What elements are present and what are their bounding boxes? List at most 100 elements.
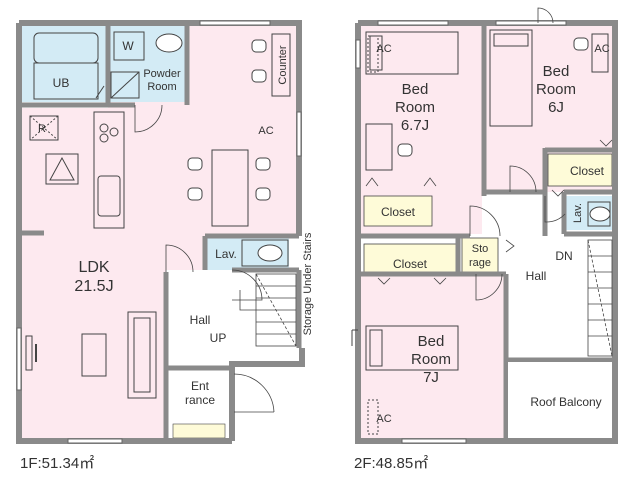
ub-door bbox=[95, 85, 105, 99]
bed1-size-label: 6.7J bbox=[401, 117, 429, 134]
bed2-label-1: Bed bbox=[543, 63, 570, 80]
lav-door bbox=[231, 269, 263, 301]
sofa bbox=[127, 311, 157, 399]
bed3-ac-label: AC bbox=[376, 413, 391, 425]
desk-6-7j bbox=[365, 123, 393, 171]
powder-door bbox=[134, 104, 163, 133]
closet-a-label: Closet bbox=[381, 205, 416, 219]
chair-6j bbox=[573, 37, 589, 51]
bed1-label-2: Room bbox=[395, 99, 435, 116]
bed1-ac-label: AC bbox=[376, 43, 391, 55]
lav-2f-toilet bbox=[589, 206, 611, 222]
ac-1f-label: AC bbox=[258, 125, 273, 137]
closet-c-door bbox=[544, 196, 566, 223]
lav-1f-label: Lav. bbox=[215, 247, 237, 261]
ub-label: UB bbox=[53, 76, 70, 90]
ac-bed1-box bbox=[367, 35, 379, 73]
stairs-2f bbox=[587, 239, 613, 357]
window-2f-top-2 bbox=[495, 20, 567, 26]
coffee-table bbox=[81, 333, 107, 377]
lav-1f-sink-stand bbox=[241, 239, 289, 267]
w-label: W bbox=[122, 39, 134, 53]
wall-1f-left bbox=[16, 23, 232, 444]
ldk-size-label: 21.5J bbox=[74, 278, 113, 295]
hall-door bbox=[165, 244, 194, 273]
window-2f-top-1 bbox=[377, 20, 449, 26]
chair-6-7j bbox=[397, 143, 413, 157]
bed-7j bbox=[365, 325, 459, 371]
closet-b-label: Closet bbox=[393, 257, 428, 271]
window-2f-bottom bbox=[401, 438, 467, 444]
powder-counter bbox=[110, 71, 140, 99]
stove-burner-3 bbox=[99, 133, 109, 143]
roof-balcony-area bbox=[508, 362, 612, 438]
closet-a-area bbox=[363, 195, 433, 227]
ub-floor-box bbox=[33, 62, 99, 100]
closet-c-label: Closet bbox=[570, 164, 605, 178]
window-1f-top bbox=[199, 20, 271, 26]
wall-1f-entrance bbox=[229, 348, 305, 441]
bed-6j bbox=[489, 29, 533, 127]
bed2-ac-label: AC bbox=[594, 43, 609, 55]
sofa-cushion bbox=[133, 317, 151, 393]
closet-c-marker-2 bbox=[599, 139, 613, 147]
counter-label: Counter bbox=[277, 45, 289, 84]
bed1-door bbox=[469, 205, 501, 237]
window-2f-bay bbox=[351, 329, 358, 346]
refrigerator-box bbox=[29, 115, 59, 141]
lav-2f-label: Lav. bbox=[572, 203, 584, 223]
dining-chair-2 bbox=[187, 187, 203, 201]
roof-balcony-label: Roof Balcony bbox=[530, 395, 601, 409]
dining-chair-4 bbox=[255, 187, 271, 201]
bed3-label-2: Room bbox=[411, 351, 451, 368]
bed3-door bbox=[475, 273, 503, 301]
closet-b-marker-2 bbox=[433, 277, 447, 285]
storage-label-1: Sto bbox=[472, 243, 489, 255]
bed3-size-label: 7J bbox=[423, 369, 439, 386]
chair-counter-2 bbox=[251, 69, 267, 83]
bed1-label-1: Bed bbox=[402, 81, 429, 98]
storage-area bbox=[461, 237, 499, 273]
ub-area bbox=[22, 26, 107, 102]
closet-a-marker-1 bbox=[365, 177, 379, 187]
area-2f-label: 2F:48.85㎡ bbox=[354, 455, 428, 472]
window-1f-right bbox=[296, 111, 302, 157]
kitchen-counter bbox=[93, 111, 125, 229]
dining-chair-3 bbox=[255, 157, 271, 171]
bed2-label-2: Room bbox=[536, 81, 576, 98]
bedroom-7j-area bbox=[361, 274, 506, 438]
entrance-step bbox=[172, 423, 226, 439]
powder-label-1: Powder bbox=[143, 68, 181, 80]
ac-bed3-box bbox=[367, 399, 379, 435]
stairs-1f-arrow bbox=[239, 290, 256, 311]
stairs-1f-diag bbox=[255, 273, 297, 347]
powder-sink-icon bbox=[155, 33, 183, 53]
balcony-door-2f bbox=[537, 7, 554, 24]
stairs-2f-diag bbox=[587, 239, 613, 357]
dining-chair-1 bbox=[187, 157, 203, 171]
window-1f-bottom bbox=[67, 438, 123, 444]
bed2-door bbox=[509, 165, 537, 193]
bed-6-7j bbox=[365, 31, 459, 75]
bed-7j-pillow bbox=[369, 329, 383, 367]
dining-table bbox=[211, 149, 249, 227]
closet-a-marker-2 bbox=[423, 177, 437, 187]
closet-b-marker-1 bbox=[377, 277, 391, 285]
wall-1f-outer bbox=[19, 20, 302, 236]
storage-label-2: rage bbox=[469, 257, 491, 269]
entrance-door bbox=[233, 373, 275, 413]
desk-6j bbox=[591, 33, 609, 73]
range-hood-icon bbox=[49, 156, 75, 181]
stove-burner-2 bbox=[109, 127, 119, 137]
storage-door bbox=[505, 239, 515, 253]
storage-under-stairs-label: Storage Under Stairs bbox=[302, 232, 314, 335]
dn-label: DN bbox=[555, 249, 572, 263]
bed2-size-label: 6J bbox=[548, 99, 564, 116]
floor-1: UB W Powder Room Counter R AC LDK 21.5J … bbox=[16, 20, 314, 472]
bed3-label-1: Bed bbox=[418, 333, 445, 350]
tv-stand bbox=[25, 335, 33, 371]
ldk-floor bbox=[22, 26, 296, 438]
range-hood-box bbox=[45, 153, 79, 185]
bed-6j-pillow bbox=[493, 33, 529, 47]
